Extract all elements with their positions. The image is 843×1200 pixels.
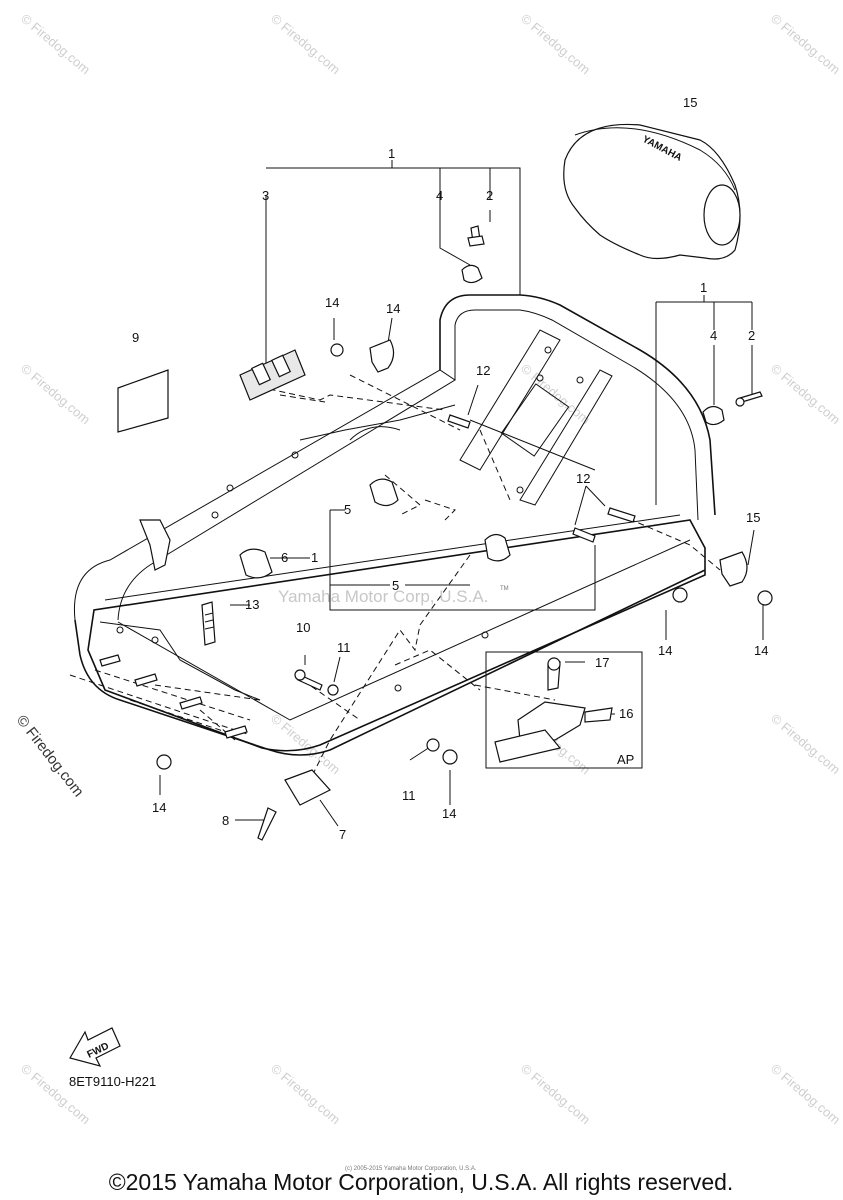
watermark-text: © Firedog.com <box>768 711 843 777</box>
hose-clamp-part[interactable] <box>239 478 511 579</box>
callout-5: 5 <box>344 502 351 517</box>
callout-15: 15 <box>746 510 760 525</box>
callout-14: 14 <box>325 295 339 310</box>
callout-6: 6 <box>281 550 288 565</box>
watermark-text: © Firedog.com <box>18 11 93 77</box>
callout-3: 3 <box>262 188 269 203</box>
side-watermark: © Firedog.com <box>13 712 87 800</box>
bolt-part[interactable] <box>447 414 636 543</box>
callout-12: 12 <box>576 471 590 486</box>
watermark-text: © Firedog.com <box>268 1061 343 1127</box>
callout-5: 5 <box>392 578 399 593</box>
callout-18: 17 <box>595 655 609 670</box>
rivet-part[interactable] <box>257 807 277 841</box>
callout-1: 1 <box>388 146 395 161</box>
seat-part[interactable]: YAMAHA <box>563 123 741 260</box>
decal-part[interactable] <box>117 369 169 433</box>
trademark-mark: TM <box>500 586 509 592</box>
fwd-arrow: FWD <box>69 1027 121 1067</box>
clamp-part[interactable] <box>369 339 748 587</box>
callout-14: 14 <box>442 806 456 821</box>
callout-15: 14 <box>386 301 400 316</box>
callout-14: 14 <box>152 800 166 815</box>
watermark-text: © Firedog.com <box>18 361 93 427</box>
callout-11: 11 <box>402 788 416 803</box>
copyright-notice: ©2015 Yamaha Motor Corporation, U.S.A. A… <box>109 1169 734 1195</box>
callout-8: 8 <box>222 813 229 828</box>
callout-1: 1 <box>311 550 318 565</box>
callout-14: 14 <box>658 643 672 658</box>
ap-inset <box>485 651 643 769</box>
watermark-text: © Firedog.com <box>768 361 843 427</box>
callout-2: 2 <box>486 188 493 203</box>
washer-part[interactable] <box>327 684 440 752</box>
bolt-part[interactable] <box>467 225 763 407</box>
callout-2: 2 <box>748 328 755 343</box>
leader-lines <box>69 160 764 827</box>
watermark-text: © Firedog.com <box>518 1061 593 1127</box>
callout-13: 13 <box>245 597 259 612</box>
small-notice: (c) 2005-2015 Yamaha Motor Corporation, … <box>345 1166 477 1172</box>
callout-1: 1 <box>700 280 707 295</box>
callout-7: 7 <box>339 827 346 842</box>
diagram-code: 8ET9110-H221 <box>69 1074 156 1089</box>
watermark-text: © Firedog.com <box>518 11 593 77</box>
watermark-text: © Firedog.com <box>768 11 843 77</box>
callout-10: 10 <box>296 620 310 635</box>
bracket-part[interactable] <box>201 601 216 646</box>
callout-16: 15 <box>683 95 697 110</box>
callout-17: 16 <box>619 706 633 721</box>
watermark-text: © Firedog.com <box>768 1061 843 1127</box>
plate-part[interactable] <box>284 769 331 806</box>
bolt-part[interactable] <box>294 669 323 691</box>
callout-labels: 1 1 1 2 2 3 4 4 5 5 6 7 8 9 10 11 11 12 … <box>132 95 768 842</box>
watermark-text: © Firedog.com <box>18 1061 93 1127</box>
frame-assembly <box>73 294 716 756</box>
callout-4: 4 <box>436 188 443 203</box>
stud-part[interactable] <box>99 654 248 739</box>
nut-part[interactable] <box>156 343 773 770</box>
callout-14: 14 <box>754 643 768 658</box>
inset-label: AP <box>617 752 634 767</box>
callout-12: 12 <box>476 363 490 378</box>
watermark-text: © Firedog.com <box>268 11 343 77</box>
center-watermark: Yamaha Motor Corp, U.S.A. <box>278 587 488 606</box>
grommet-part[interactable] <box>461 264 725 426</box>
switch-assembly-part[interactable] <box>239 349 306 401</box>
callout-9: 9 <box>132 330 139 345</box>
callout-4: 4 <box>710 328 717 343</box>
watermark-text: © Firedog.com <box>268 711 343 777</box>
callout-11: 11 <box>337 640 351 655</box>
